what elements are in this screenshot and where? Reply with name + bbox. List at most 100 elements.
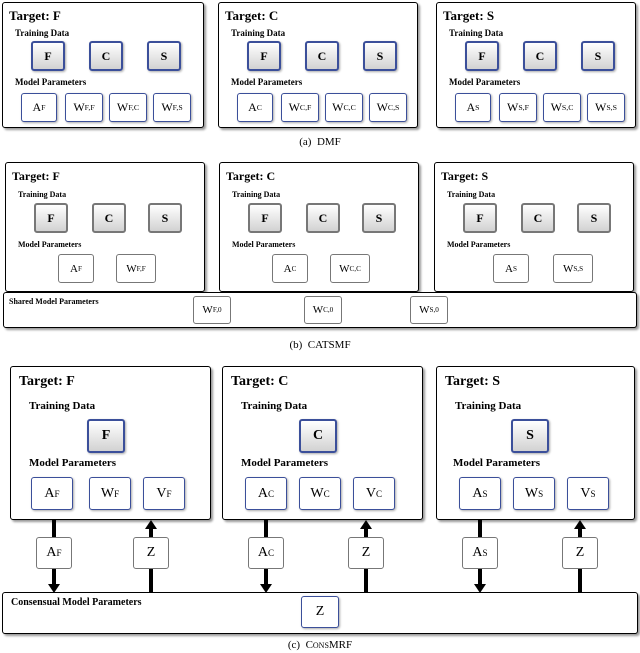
model-parameters-label: Model Parameters [449, 77, 521, 87]
training-data-box-c: C [305, 41, 339, 71]
up-message-box: Z [562, 537, 598, 569]
training-data-box-s: S [362, 203, 396, 233]
training-data-label: Training Data [455, 400, 522, 412]
caption-consmrf: (c) ConsMRF [287, 639, 353, 651]
training-data-label: Training Data [231, 28, 286, 38]
training-data-label: Training Data [232, 190, 281, 199]
caption-catsmf: (b) CATSMF [289, 339, 351, 351]
consensual-parameters-label: Consensual Model Parameters [11, 597, 142, 608]
panel-title: Target: S [441, 169, 489, 183]
training-data-box-f: F [87, 419, 125, 453]
training-data-label: Training Data [18, 190, 67, 199]
training-data-box-s: S [147, 41, 181, 71]
up-message-box: Z [133, 537, 169, 569]
model-parameters-label: Model Parameters [447, 240, 511, 249]
consmrf-panel-s: Target: S Training Data S Model Paramete… [436, 366, 635, 520]
model-parameters-label: Model Parameters [15, 77, 87, 87]
training-data-box-c: C [89, 41, 123, 71]
training-data-box-s: S [148, 203, 182, 233]
up-arrow-icon [145, 520, 157, 529]
consmrf-panel-c: Target: C Training Data C Model Paramete… [222, 366, 423, 520]
training-data-box-f: F [465, 41, 499, 71]
training-data-box-c: C [521, 203, 555, 233]
up-arrow-icon [574, 520, 586, 529]
training-data-box-f: F [463, 203, 497, 233]
caption-dmf: (a) DMF [299, 136, 341, 148]
consensual-param-box: Z [301, 596, 339, 628]
training-data-box-f: F [31, 41, 65, 71]
panel-title: Target: F [12, 169, 60, 183]
model-parameters-label: Model Parameters [29, 457, 117, 469]
dmf-panel-f: Target: F Training Data F C S Model Para… [2, 2, 204, 128]
training-data-box-c: C [299, 419, 337, 453]
training-data-label: Training Data [447, 190, 496, 199]
training-data-box-s: S [577, 203, 611, 233]
panel-title: Target: S [443, 8, 495, 23]
model-parameters-label: Model Parameters [232, 240, 296, 249]
down-arrow-icon [260, 584, 272, 593]
training-data-box-s: S [363, 41, 397, 71]
training-data-label: Training Data [29, 400, 96, 412]
training-data-label: Training Data [241, 400, 308, 412]
up-arrow-icon [360, 520, 372, 529]
training-data-box-c: C [306, 203, 340, 233]
down-arrow-icon [474, 584, 486, 593]
training-data-box-s: S [581, 41, 615, 71]
training-data-box-s: S [511, 419, 549, 453]
panel-title: Target: C [225, 8, 279, 23]
panel-title: Target: C [231, 374, 289, 389]
panel-title: Target: F [9, 8, 61, 23]
panel-title: Target: F [19, 374, 75, 389]
catsmf-panel-c: Target: C Training Data F C S Model Para… [219, 162, 419, 292]
model-parameters-label: Model Parameters [231, 77, 303, 87]
panel-title: Target: C [226, 169, 276, 183]
catsmf-panel-s: Target: S Training Data F C S Model Para… [434, 162, 634, 292]
training-data-label: Training Data [449, 28, 504, 38]
panel-title: Target: S [445, 374, 501, 389]
training-data-box-f: F [34, 203, 68, 233]
shared-parameters-label: Shared Model Parameters [9, 297, 99, 306]
model-parameters-label: Model Parameters [18, 240, 82, 249]
dmf-panel-c: Target: C Training Data F C S Model Para… [218, 2, 418, 128]
up-message-box: Z [348, 537, 384, 569]
training-data-box-c: C [523, 41, 557, 71]
catsmf-panel-f: Target: F Training Data F C S Model Para… [5, 162, 205, 292]
training-data-label: Training Data [15, 28, 70, 38]
model-parameters-label: Model Parameters [453, 457, 541, 469]
model-parameters-label: Model Parameters [241, 457, 329, 469]
training-data-box-c: C [92, 203, 126, 233]
training-data-box-f: F [248, 203, 282, 233]
consmrf-panel-f: Target: F Training Data F Model Paramete… [10, 366, 211, 520]
